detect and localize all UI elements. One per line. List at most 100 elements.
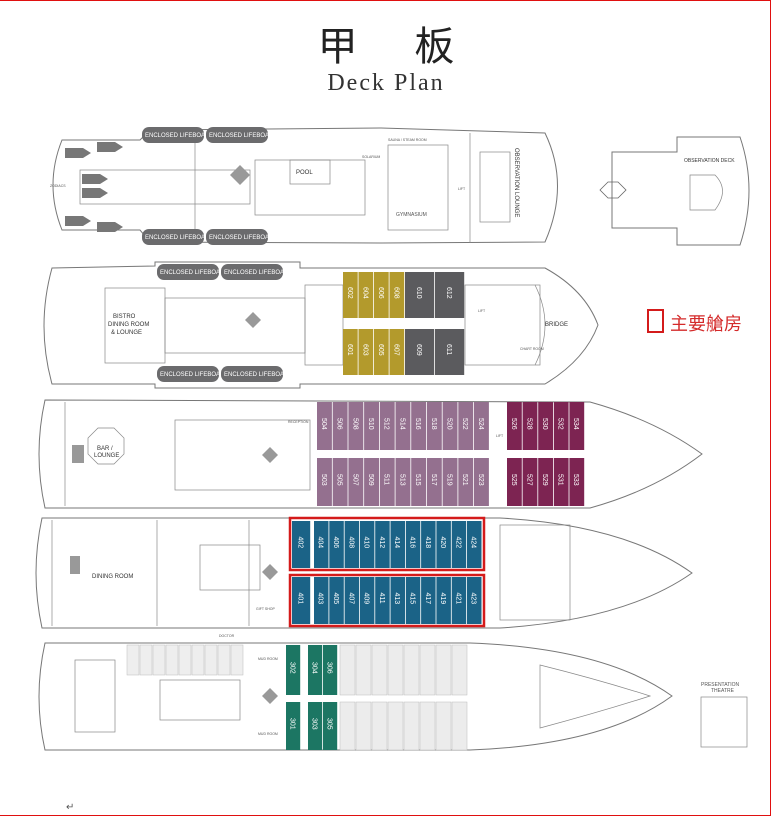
cabin-305[interactable] [323, 702, 338, 750]
cabin-403[interactable] [314, 577, 329, 624]
mud-room-label: MUD ROOM [258, 732, 278, 736]
lift-label: LIFT [496, 434, 504, 438]
cabin-416[interactable] [405, 521, 421, 568]
crew-cabin [139, 644, 153, 676]
cabin-530[interactable] [538, 402, 553, 450]
cabin-412[interactable] [375, 521, 390, 568]
cabin-504[interactable] [317, 402, 332, 450]
cabin-number: 302 [289, 662, 296, 674]
cabin-608[interactable] [389, 272, 405, 318]
cabin-423[interactable] [467, 577, 482, 624]
cabin-304[interactable] [308, 645, 323, 695]
cabin-410[interactable] [359, 521, 375, 568]
cabin-303[interactable] [308, 702, 323, 750]
cabin-523[interactable] [474, 458, 489, 506]
standard-cabin [339, 701, 356, 751]
cabin-301[interactable] [286, 702, 301, 750]
cabin-610[interactable] [405, 272, 435, 318]
cabin-514[interactable] [395, 402, 411, 450]
cabin-528[interactable] [522, 402, 538, 450]
solarium-label: SOLARIUM [362, 155, 380, 159]
cabin-611[interactable] [435, 329, 465, 375]
cabin-306[interactable] [323, 645, 338, 695]
cabin-513[interactable] [395, 458, 411, 506]
observation-deck [611, 136, 750, 246]
cabin-522[interactable] [458, 402, 474, 450]
cabin-521[interactable] [458, 458, 474, 506]
cabin-402[interactable] [292, 521, 311, 568]
cabin-601[interactable] [343, 329, 358, 375]
cabin-527[interactable] [522, 458, 538, 506]
cabin-534[interactable] [569, 402, 585, 450]
cabin-number: 529 [541, 474, 548, 486]
lifeboat [142, 127, 204, 143]
cabin-607[interactable] [389, 329, 405, 375]
cabin-510[interactable] [364, 402, 379, 450]
lift-label: LIFT [458, 187, 466, 191]
cabin-404[interactable] [314, 521, 329, 568]
cabin-511[interactable] [379, 458, 395, 506]
cabin-532[interactable] [553, 402, 569, 450]
cabin-number: 423 [470, 593, 477, 605]
cabin-419[interactable] [436, 577, 451, 624]
lifeboat [221, 264, 283, 280]
cabin-603[interactable] [358, 329, 374, 375]
cabin-531[interactable] [553, 458, 569, 506]
cabin-401[interactable] [292, 577, 311, 624]
cabin-526[interactable] [507, 402, 522, 450]
cabin-421[interactable] [451, 577, 467, 624]
lifeboat [157, 366, 219, 382]
cabin-505[interactable] [332, 458, 348, 506]
cabin-411[interactable] [375, 577, 390, 624]
cabin-604[interactable] [358, 272, 374, 318]
cabin-506[interactable] [332, 402, 348, 450]
cabin-405[interactable] [329, 577, 344, 624]
cabin-609[interactable] [405, 329, 435, 375]
deck-7-hull [52, 127, 558, 244]
cabin-520[interactable] [442, 402, 458, 450]
cabin-602[interactable] [343, 272, 358, 318]
cabin-406[interactable] [329, 521, 344, 568]
cabin-408[interactable] [344, 521, 360, 568]
cabin-414[interactable] [390, 521, 406, 568]
lift-label: LIFT [478, 309, 486, 313]
cabin-415[interactable] [405, 577, 421, 624]
cabin-413[interactable] [390, 577, 406, 624]
cabin-number: 533 [572, 474, 579, 486]
cabin-524[interactable] [474, 402, 489, 450]
reception-label: RECEPTION [288, 420, 309, 424]
title-english: Deck Plan [327, 70, 445, 96]
cabin-508[interactable] [348, 402, 364, 450]
cabin-612[interactable] [435, 272, 465, 318]
cabin-407[interactable] [344, 577, 360, 624]
cabin-519[interactable] [442, 458, 458, 506]
cabin-516[interactable] [411, 402, 427, 450]
cabin-409[interactable] [359, 577, 375, 624]
cabin-422[interactable] [451, 521, 467, 568]
cabin-507[interactable] [348, 458, 364, 506]
cabin-509[interactable] [364, 458, 379, 506]
cabin-518[interactable] [426, 402, 442, 450]
cabin-424[interactable] [467, 521, 482, 568]
cabin-418[interactable] [421, 521, 436, 568]
cabin-number: 418 [424, 537, 431, 549]
bridge-label: BRIDGE [545, 322, 568, 328]
cabin-512[interactable] [379, 402, 395, 450]
cabin-number: 301 [289, 718, 296, 730]
cabin-525[interactable] [507, 458, 522, 506]
cabin-533[interactable] [569, 458, 585, 506]
cabin-515[interactable] [411, 458, 427, 506]
cabin-606[interactable] [374, 272, 389, 318]
cabin-503[interactable] [317, 458, 332, 506]
cabin-605[interactable] [374, 329, 389, 375]
cabin-420[interactable] [436, 521, 451, 568]
cabin-number: 402 [297, 537, 304, 549]
cabin-number: 521 [461, 474, 468, 486]
cabin-417[interactable] [421, 577, 436, 624]
cabin-number: 602 [346, 287, 353, 299]
cabin-number: 612 [445, 287, 452, 299]
cabin-529[interactable] [538, 458, 553, 506]
cabin-517[interactable] [426, 458, 442, 506]
cabin-number: 417 [424, 593, 431, 605]
cabin-302[interactable] [286, 645, 301, 695]
